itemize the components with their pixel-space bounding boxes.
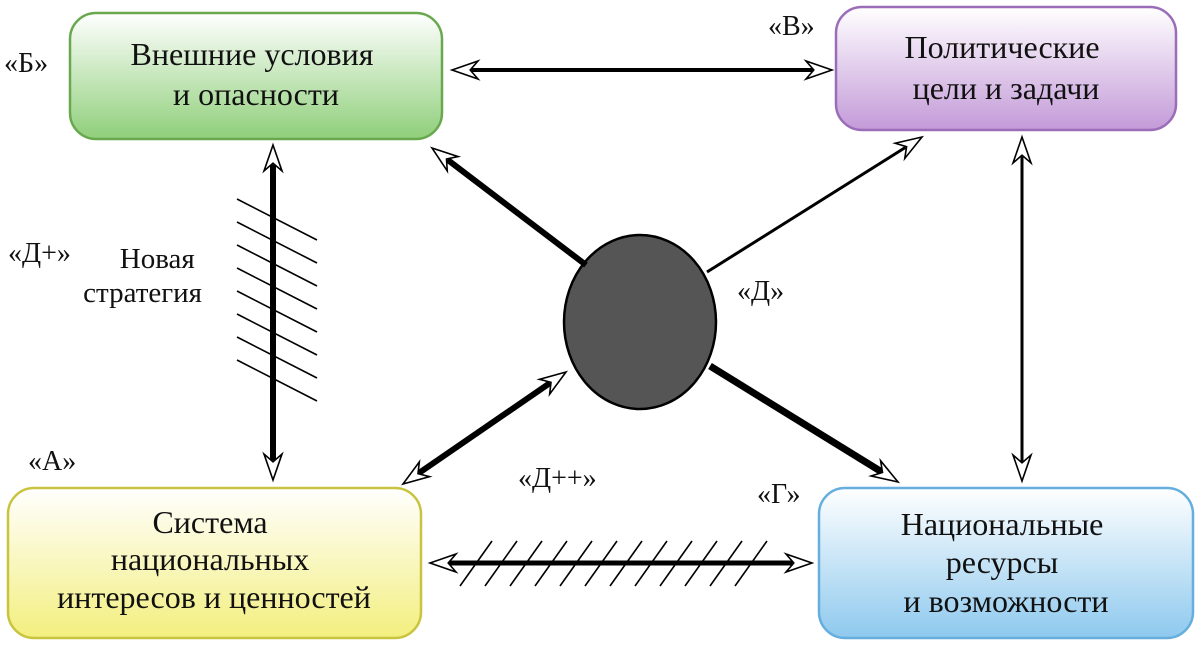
arrows-group bbox=[262, 59, 1033, 574]
arrow-a-d bbox=[400, 370, 569, 486]
box-a-national-interests bbox=[6, 486, 423, 640]
center-node-d bbox=[562, 233, 718, 411]
arrow-b-v bbox=[449, 59, 835, 81]
label-d-plusplus: «Д++» bbox=[518, 463, 597, 494]
box-a-text: Система национальных интересов и ценност… bbox=[57, 504, 371, 615]
hatch-vertical bbox=[236, 198, 318, 402]
label-d-plus: «Д+» bbox=[8, 238, 71, 269]
label-d: «Д» bbox=[737, 276, 784, 307]
box-g-text: Национальные ресурсы и возможности bbox=[901, 506, 1112, 619]
box-v-text: Политические цели и задачи bbox=[904, 29, 1107, 106]
box-b-external-conditions bbox=[68, 11, 444, 141]
label-new-strategy: Новая стратегия bbox=[83, 243, 202, 309]
arrow-d-b bbox=[430, 146, 588, 268]
arrow-v-g bbox=[1011, 134, 1033, 484]
center-stripes bbox=[564, 235, 716, 409]
label-g: «Г» bbox=[757, 479, 801, 510]
box-b-text: Внешние условия и опасности bbox=[131, 36, 382, 112]
label-v: «В» bbox=[768, 11, 815, 42]
arrow-d-v bbox=[706, 135, 925, 274]
box-v-political-goals bbox=[834, 5, 1178, 132]
box-g-national-resources bbox=[817, 486, 1195, 640]
label-b: «Б» bbox=[4, 48, 48, 79]
arrow-a-g bbox=[427, 552, 815, 574]
arrow-d-g bbox=[708, 363, 901, 484]
label-a: «А» bbox=[28, 446, 76, 477]
arrow-b-a bbox=[262, 142, 284, 483]
